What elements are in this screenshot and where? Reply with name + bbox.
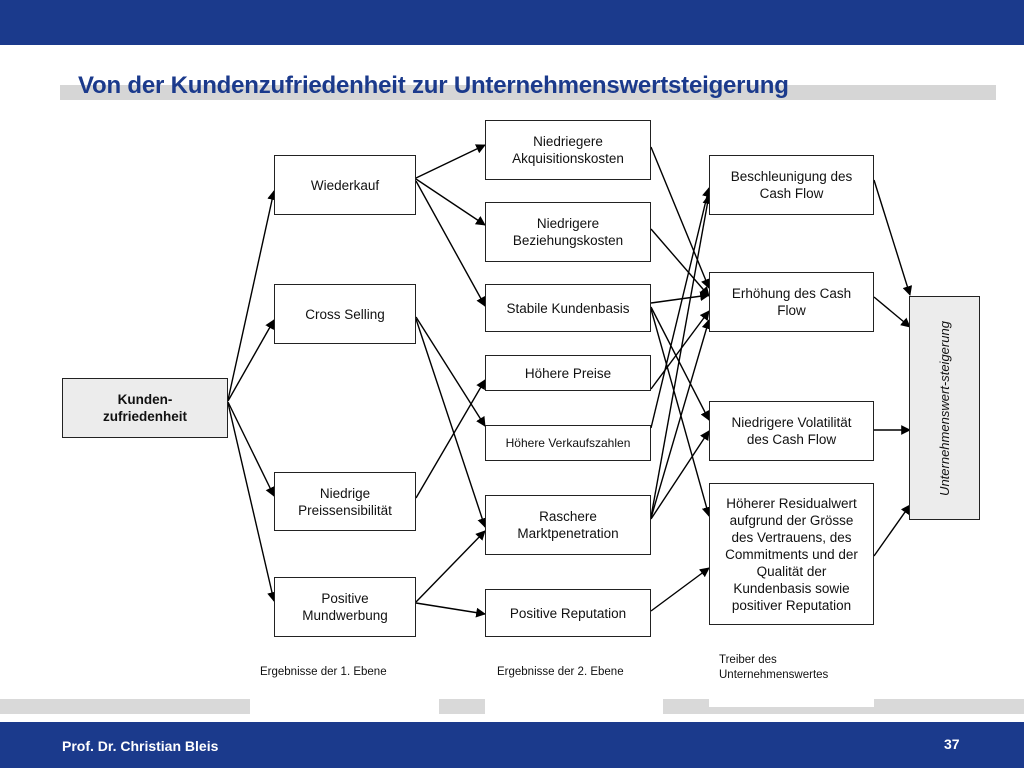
arrow bbox=[650, 308, 712, 517]
arrow bbox=[227, 319, 275, 402]
arrow bbox=[650, 430, 710, 520]
strip-gap bbox=[709, 699, 874, 707]
arrow bbox=[415, 379, 486, 499]
node-positive-mundwerbung: Positive Mundwerbung bbox=[274, 577, 416, 637]
arrow bbox=[227, 401, 275, 497]
arrow bbox=[415, 318, 487, 528]
arrow bbox=[650, 567, 710, 612]
node-positive-reputation: Positive Reputation bbox=[485, 589, 651, 637]
arrow bbox=[650, 291, 710, 304]
node-kundenzufriedenheit: Kunden- zufriedenheit bbox=[62, 378, 228, 438]
arrow bbox=[650, 146, 711, 289]
bottom-strip bbox=[0, 699, 250, 714]
caption-level1: Ergebnisse der 1. Ebene bbox=[260, 666, 387, 678]
slide-title: Von der Kundenzufriedenheit zur Unterneh… bbox=[78, 72, 789, 99]
page-number: 37 bbox=[944, 736, 960, 752]
node-cross-selling: Cross Selling bbox=[274, 284, 416, 344]
node-unternehmenswertsteigerung: Unternehmenswert-steigerung bbox=[909, 296, 980, 520]
caption-treiber: Treiber des Unternehmenswertes bbox=[719, 654, 829, 681]
node-akquisitionskosten: Niedriegere Akquisitionskosten bbox=[485, 120, 651, 180]
arrow bbox=[650, 319, 712, 519]
arrow bbox=[873, 179, 913, 296]
arrow bbox=[415, 178, 486, 226]
bottom-bar bbox=[0, 722, 1024, 768]
node-hoehere-verkaufszahlen: Höhere Verkaufszahlen bbox=[485, 425, 651, 461]
bottom-strip bbox=[439, 699, 485, 714]
node-hoehere-preise: Höhere Preise bbox=[485, 355, 651, 391]
arrow bbox=[227, 190, 277, 401]
title-shadow bbox=[60, 85, 996, 100]
arrow bbox=[650, 310, 710, 390]
caption-level2: Ergebnisse der 2. Ebene bbox=[497, 666, 624, 678]
top-bar bbox=[0, 0, 1024, 45]
arrow bbox=[650, 228, 710, 297]
arrow bbox=[650, 194, 713, 518]
node-stabile-kundenbasis: Stabile Kundenbasis bbox=[485, 284, 651, 332]
arrow bbox=[415, 180, 486, 307]
node-beziehungskosten: Niedrigere Beziehungskosten bbox=[485, 202, 651, 262]
node-hoeherer-residualwert: Höherer Residualwert aufgrund der Grösse… bbox=[709, 483, 874, 625]
node-wiederkauf: Wiederkauf bbox=[274, 155, 416, 215]
arrow bbox=[415, 602, 486, 618]
footer-author: Prof. Dr. Christian Bleis bbox=[62, 738, 219, 754]
node-niedrige-preissensibilitaet: Niedrige Preissensibilität bbox=[274, 472, 416, 531]
arrow bbox=[650, 306, 710, 421]
node-beschleunigung-cash-flow: Beschleunigung des Cash Flow bbox=[709, 155, 874, 215]
arrow bbox=[415, 316, 486, 427]
arrow bbox=[415, 530, 486, 603]
arrow bbox=[227, 402, 277, 602]
arrow bbox=[873, 296, 911, 328]
arrow bbox=[650, 187, 712, 429]
node-erhoehung-cash-flow: Erhöhung des Cash Flow bbox=[709, 272, 874, 332]
arrow bbox=[873, 504, 911, 557]
arrow bbox=[415, 144, 486, 179]
node-niedrigere-volatilitaet: Niedrigere Volatilität des Cash Flow bbox=[709, 401, 874, 461]
node-raschere-marktpenetration: Raschere Marktpenetration bbox=[485, 495, 651, 555]
